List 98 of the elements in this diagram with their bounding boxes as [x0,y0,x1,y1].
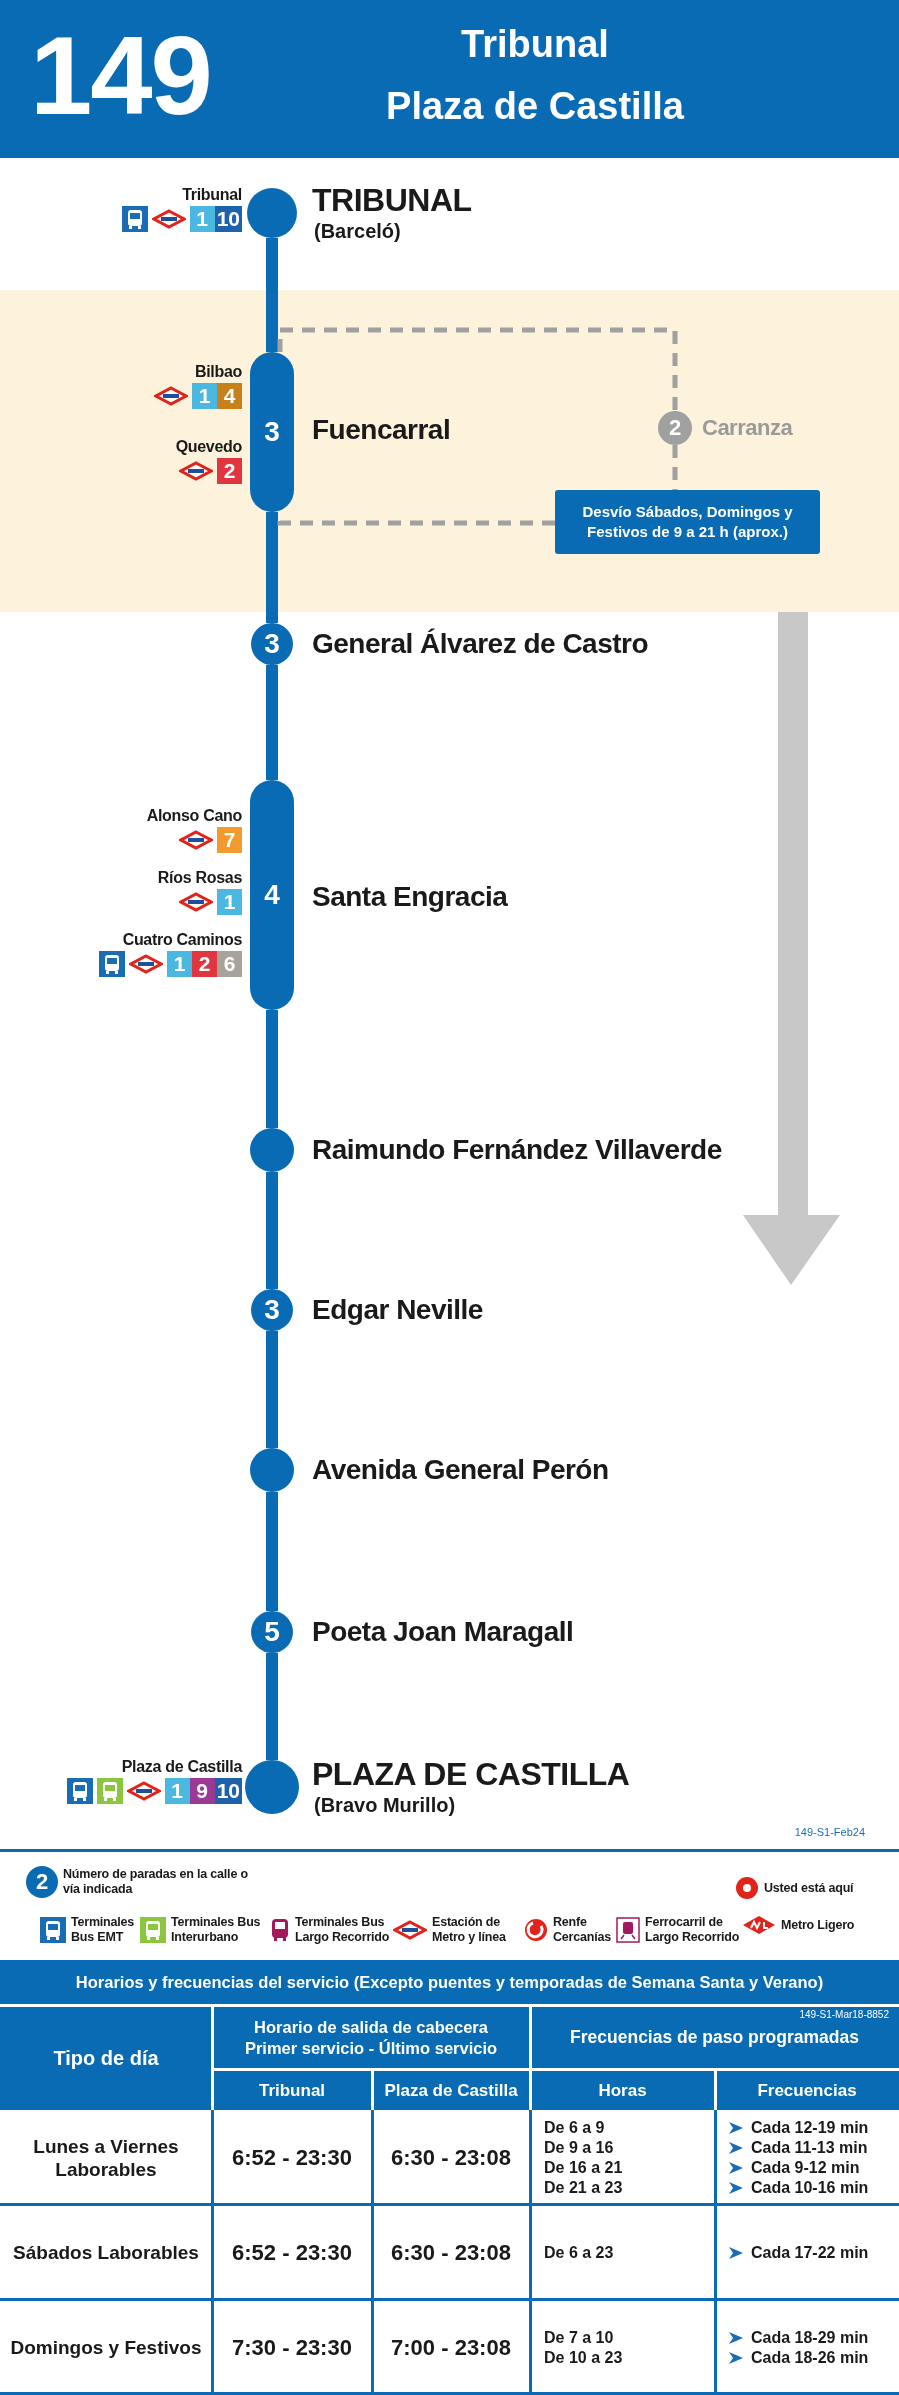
route-number: 149 [30,14,211,138]
column-header: Tribunal [258,2079,326,2101]
route-line [266,512,278,623]
frequency-text: Cada 17-22 min [751,2242,869,2263]
stop-dot [250,1448,294,1492]
day-type-cell-text: Lunes a Viernes Laborables [32,2134,180,2181]
hours-text: De 6 a 9 [544,2117,605,2138]
line-number-badge: 1 [164,1778,190,1804]
line-number-badge: 1 [189,206,215,232]
frequency-text: Cada 12-19 min [751,2117,869,2138]
stop-name: Fuencarral [312,413,451,447]
route-line [266,1172,278,1289]
hours-text: De 9 a 16 [544,2137,614,2158]
hours-text: De 10 a 23 [544,2347,623,2368]
line-number-badge: 1 [167,951,192,977]
column-header: Frecuencias de paso programadas [570,2026,859,2049]
time-cell: 6:52 - 23:30 [232,2144,352,2171]
station-name: Plaza de Castilla [121,1757,242,1777]
time-cell: 7:00 - 23:08 [391,2334,511,2361]
station-name: Alonso Cano [146,806,242,826]
time-cell: 7:30 - 23:30 [232,2334,352,2361]
stop-dot [247,188,297,238]
route-line [266,1331,278,1448]
route-line [266,238,278,352]
stop-name: Edgar Neville [312,1293,483,1327]
station-name: Bilbao [194,362,242,382]
column-header: Frecuencias [757,2079,857,2101]
dashed-line [672,445,678,490]
route-line [266,1492,278,1611]
day-type-cell: Sábados Laborables [13,2241,199,2264]
stop-dot [250,1128,294,1172]
edition-code: 149-S1-Feb24 [794,1826,865,1838]
hours-text: De 7 a 10 [544,2327,614,2348]
route-line [266,1010,278,1128]
stop-number-badge: 3 [251,623,293,665]
legend-text: Terminales Bus Interurbano [171,1915,262,1945]
stop-number-badge: 3 [251,1289,293,1331]
stop-name: PLAZA DE CASTILLA [312,1755,630,1793]
column-header: Horas [598,2079,647,2101]
route-line [266,665,278,780]
hours-text: De 6 a 23 [544,2242,614,2263]
stop-name: General Álvarez de Castro [312,627,649,661]
station-name: Ríos Rosas [157,868,242,888]
street-name: (Barceló) [314,219,401,243]
line-number-badge: 1 [192,383,217,409]
legend-text: Terminales Bus Largo Recorrido [295,1915,391,1945]
line-number-badge: 4 [217,383,242,409]
stop-number-badge: 3 [250,352,294,512]
terminus-name: Tribunal [461,22,609,67]
stop-number-badge: 4 [250,780,294,1010]
line-number-badge: 1 [217,889,242,915]
terminus-name: Plaza de Castilla [386,84,684,129]
stop-count-badge: 2 [26,1866,58,1898]
frequency-text: Cada 10-16 min [751,2177,869,2198]
hours-text: De 21 a 23 [544,2177,623,2198]
hours-text: De 16 a 21 [544,2157,623,2178]
legend-text: Usted está aquí [764,1880,854,1896]
station-name: Tribunal [182,185,242,205]
legend-text: Metro Ligero [781,1917,855,1933]
time-cell: 6:30 - 23:08 [391,2239,511,2266]
time-cell: 6:30 - 23:08 [391,2144,511,2171]
stop-name: Avenida General Perón [312,1453,609,1487]
frequency-text: Cada 9-12 min [751,2157,860,2178]
frequency-text: Cada 18-26 min [751,2347,869,2368]
legend-text: Renfe Cercanías [553,1915,612,1945]
line-number-badge: 2 [217,458,242,484]
line-number-badge: 6 [217,951,242,977]
stop-number-badge: 5 [251,1611,293,1653]
line-number-badge: 2 [192,951,217,977]
column-header: Plaza de Castilla [384,2079,518,2101]
legend-text: Estación de Metro y línea [432,1915,507,1945]
line-number-badge: 10 [214,206,242,232]
stop-name: TRIBUNAL [312,181,472,219]
dashed-line [277,327,678,411]
stop-name: Carranza [702,414,793,442]
line-number-badge: 9 [189,1778,215,1804]
legend-text: Ferrocarril de Largo Recorrido [645,1915,741,1945]
detour-note-box: Desvío Sábados, Domingos y Festivos de 9 a 21 h (aprox.) [555,490,820,554]
line-number-badge: 7 [217,827,242,853]
legend-text: Número de paradas en la calle o vía indicada [63,1867,249,1897]
edition-code: 149-S1-Mar18-8852 [799,2009,889,2020]
stop-name: Poeta Joan Maragall [312,1615,574,1649]
station-name: Quevedo [175,437,242,457]
street-name: (Bravo Murillo) [314,1793,456,1817]
day-type-cell: Domingos y Festivos [10,2336,202,2359]
legend-text: Terminales Bus EMT [71,1915,136,1945]
time-cell: 6:52 - 23:30 [232,2239,352,2266]
stop-name: Santa Engracia [312,880,508,914]
column-header: Tipo de día [53,2045,159,2070]
line-number-badge: 10 [214,1778,242,1804]
stop-name: Raimundo Fernández Villaverde [312,1133,722,1167]
station-name: Cuatro Caminos [122,930,242,950]
frequency-text: Cada 18-29 min [751,2327,869,2348]
stop-dot [245,1760,299,1814]
frequency-text: Cada 11-13 min [751,2137,868,2158]
table-title: Horarios y frecuencias del servicio (Excepto puentes y temporadas de Semana Santa y Verano) [75,1972,824,1993]
column-header: Horario de salida de cabecera Primer servicio - Último servicio [243,2017,499,2058]
route-line [266,1653,278,1760]
